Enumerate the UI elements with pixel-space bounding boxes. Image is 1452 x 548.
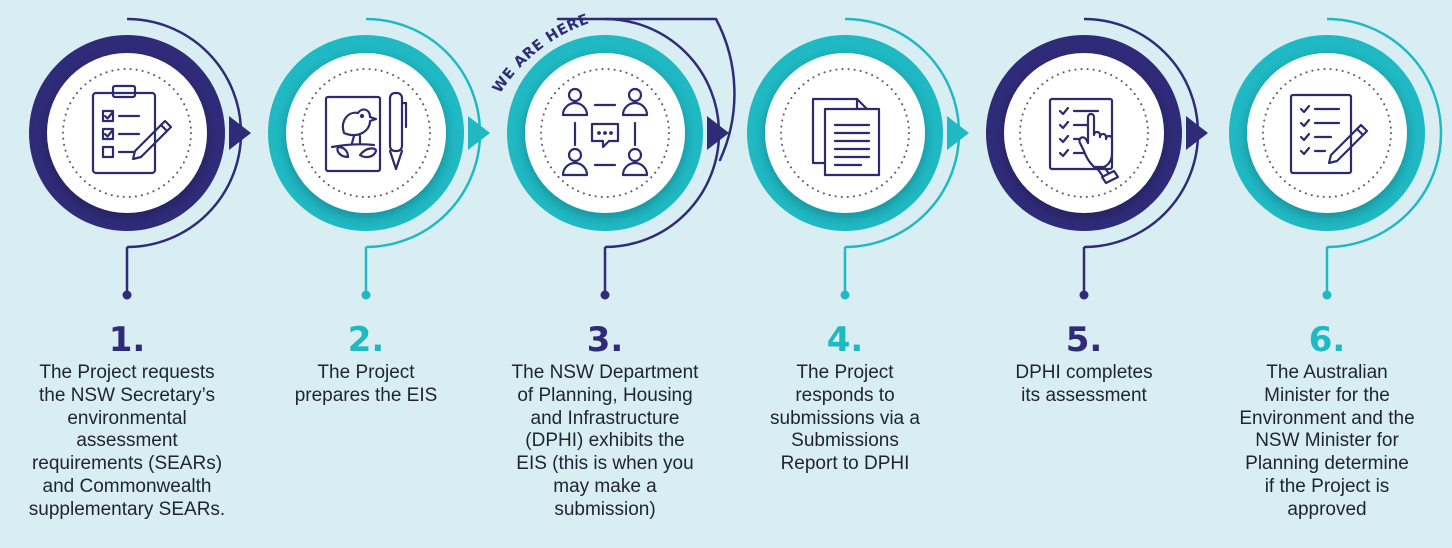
arrow [707, 116, 729, 150]
dotted-ring [1262, 68, 1392, 198]
text-line: Minister for the [1264, 384, 1390, 406]
text-line: requirements (SEARs) [31, 453, 223, 475]
text-line: its assessment [1021, 384, 1147, 406]
step-1-node [29, 17, 251, 300]
text-line: supplementary SEARs. [28, 498, 226, 520]
text-line: the NSW Secretary’s [39, 384, 215, 406]
step-6-description: The Australian Minister for the Environm… [1217, 362, 1437, 522]
text-line: assessment [76, 430, 178, 452]
text-line: NSW Minister for [1255, 430, 1399, 452]
step-3-number: 3. [586, 320, 624, 360]
clipboard-checklist-pencil-icon [91, 84, 173, 175]
text-line: if the Project is [1264, 475, 1390, 497]
connector-dot [122, 290, 132, 300]
text-line: The Australian [1266, 362, 1388, 383]
step-4-node [747, 17, 969, 300]
text-line: EIS (this is when you [516, 453, 694, 475]
checklist-hand-pointer-icon [1048, 97, 1120, 185]
text-line: submissions via a [770, 407, 920, 429]
arrow [468, 116, 490, 150]
step-2-node [268, 17, 490, 300]
text-line: (DPHI) exhibits the [525, 430, 685, 452]
text-line: The Project [796, 362, 894, 383]
text-line: The Project [317, 362, 415, 383]
dotted-ring [62, 68, 192, 198]
text-line: submission) [554, 498, 656, 520]
dotted-ring [301, 68, 431, 198]
text-line: DPHI completes [1015, 362, 1153, 383]
step-6-node [1229, 17, 1443, 300]
connector-dot [1322, 290, 1332, 300]
inner-disc [1004, 53, 1164, 213]
text-line: Submissions [791, 430, 899, 452]
text-line: environmental [67, 407, 187, 429]
connector-dot [361, 290, 371, 300]
connector-dot [1079, 290, 1089, 300]
text-line: Planning determine [1245, 453, 1409, 475]
dotted-ring [1019, 68, 1149, 198]
callout-underline [556, 17, 736, 162]
inner-disc [1247, 53, 1407, 213]
text-line: and Infrastructure [530, 407, 680, 429]
stacked-documents-icon [811, 97, 881, 177]
step-3-node [507, 17, 729, 300]
outer-arc [1326, 17, 1443, 249]
dotted-ring [780, 68, 910, 198]
text-line: prepares the EIS [294, 384, 438, 406]
text-line: and Commonwealth [42, 475, 212, 497]
arrow [229, 116, 251, 150]
step-2-description: The Project prepares the EIS [256, 362, 476, 408]
dotted-ring [540, 68, 670, 198]
arrow [947, 116, 969, 150]
step-5-description: DPHI completes its assessment [974, 362, 1194, 408]
inner-disc [286, 53, 446, 213]
text-line: approved [1287, 498, 1367, 520]
connector-dot [600, 290, 610, 300]
text-line: The Project requests [39, 362, 215, 383]
step-1-description: The Project requests the NSW Secretary’s… [17, 362, 237, 522]
text-line: Environment and the [1239, 407, 1415, 429]
step-4-number: 4. [826, 320, 864, 360]
text-line: may make a [553, 475, 657, 497]
step-3-description: The NSW Department of Planning, Housing … [495, 362, 715, 522]
connector-dot [840, 290, 850, 300]
step-4-description: The Project responds to submissions via … [735, 362, 955, 476]
step-2-number: 2. [347, 320, 385, 360]
step-6-number: 6. [1308, 320, 1346, 360]
text-line: Report to DPHI [780, 453, 910, 475]
arrow [1186, 116, 1208, 150]
checklist-pencil-icon [1289, 93, 1369, 175]
text-line: The NSW Department [511, 362, 699, 383]
people-network-chat-icon [561, 87, 649, 177]
step-5-number: 5. [1065, 320, 1103, 360]
step-5-node [986, 17, 1208, 300]
text-line: of Planning, Housing [517, 384, 693, 406]
text-line: responds to [795, 384, 895, 406]
document-bird-pen-icon [324, 91, 408, 173]
step-1-number: 1. [108, 320, 146, 360]
